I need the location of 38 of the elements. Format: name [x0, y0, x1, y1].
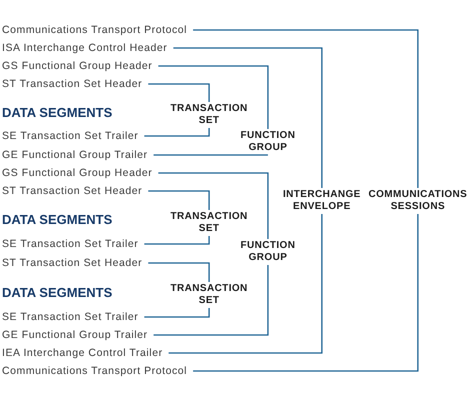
- section-heading: DATA SEGMENTS: [2, 212, 112, 227]
- bracket-connector: [144, 308, 210, 318]
- group-label: TRANSACTION SET: [170, 103, 248, 127]
- bracket-connector: [158, 65, 269, 129]
- group-label: TRANSACTION SET: [170, 283, 248, 307]
- bracket-connector: [148, 83, 210, 102]
- bracket-connector: [193, 214, 419, 372]
- segment-label: ISA Interchange Control Header: [2, 42, 168, 54]
- bracket-connector: [154, 265, 269, 336]
- segment-label: SE Transaction Set Trailer: [2, 238, 138, 250]
- bracket-connector: [144, 128, 210, 137]
- segment-label: SE Transaction Set Trailer: [2, 130, 138, 142]
- group-label: INTERCHANGE ENVELOPE: [283, 189, 361, 213]
- segment-label: Communications Transport Protocol: [2, 24, 188, 36]
- segment-label: ST Transaction Set Header: [2, 78, 142, 90]
- segment-label: GS Functional Group Header: [2, 60, 152, 72]
- segment-label: ST Transaction Set Header: [2, 185, 142, 197]
- segment-label: GE Functional Group Trailer: [2, 329, 148, 341]
- segment-label: GS Functional Group Header: [2, 167, 152, 179]
- group-label: FUNCTION GROUP: [240, 240, 296, 264]
- section-heading: DATA SEGMENTS: [2, 285, 112, 300]
- bracket-connector: [158, 172, 269, 239]
- segment-label: GE Functional Group Trailer: [2, 149, 148, 161]
- group-label: FUNCTION GROUP: [240, 130, 296, 154]
- bracket-connector: [148, 262, 210, 282]
- bracket-connector: [144, 236, 210, 245]
- bracket-connector: [154, 154, 269, 156]
- segment-label: SE Transaction Set Trailer: [2, 311, 138, 323]
- segment-label: ST Transaction Set Header: [2, 257, 142, 269]
- bracket-connector: [148, 190, 210, 210]
- bracket-connector: [168, 214, 323, 354]
- bracket-connector: [173, 47, 323, 188]
- section-heading: DATA SEGMENTS: [2, 105, 112, 120]
- segment-label: Communications Transport Protocol: [2, 365, 188, 377]
- group-label: COMMUNICATIONS SESSIONS: [368, 189, 468, 213]
- group-label: TRANSACTION SET: [170, 211, 248, 235]
- bracket-connector: [193, 29, 419, 188]
- segment-label: IEA Interchange Control Trailer: [2, 347, 163, 359]
